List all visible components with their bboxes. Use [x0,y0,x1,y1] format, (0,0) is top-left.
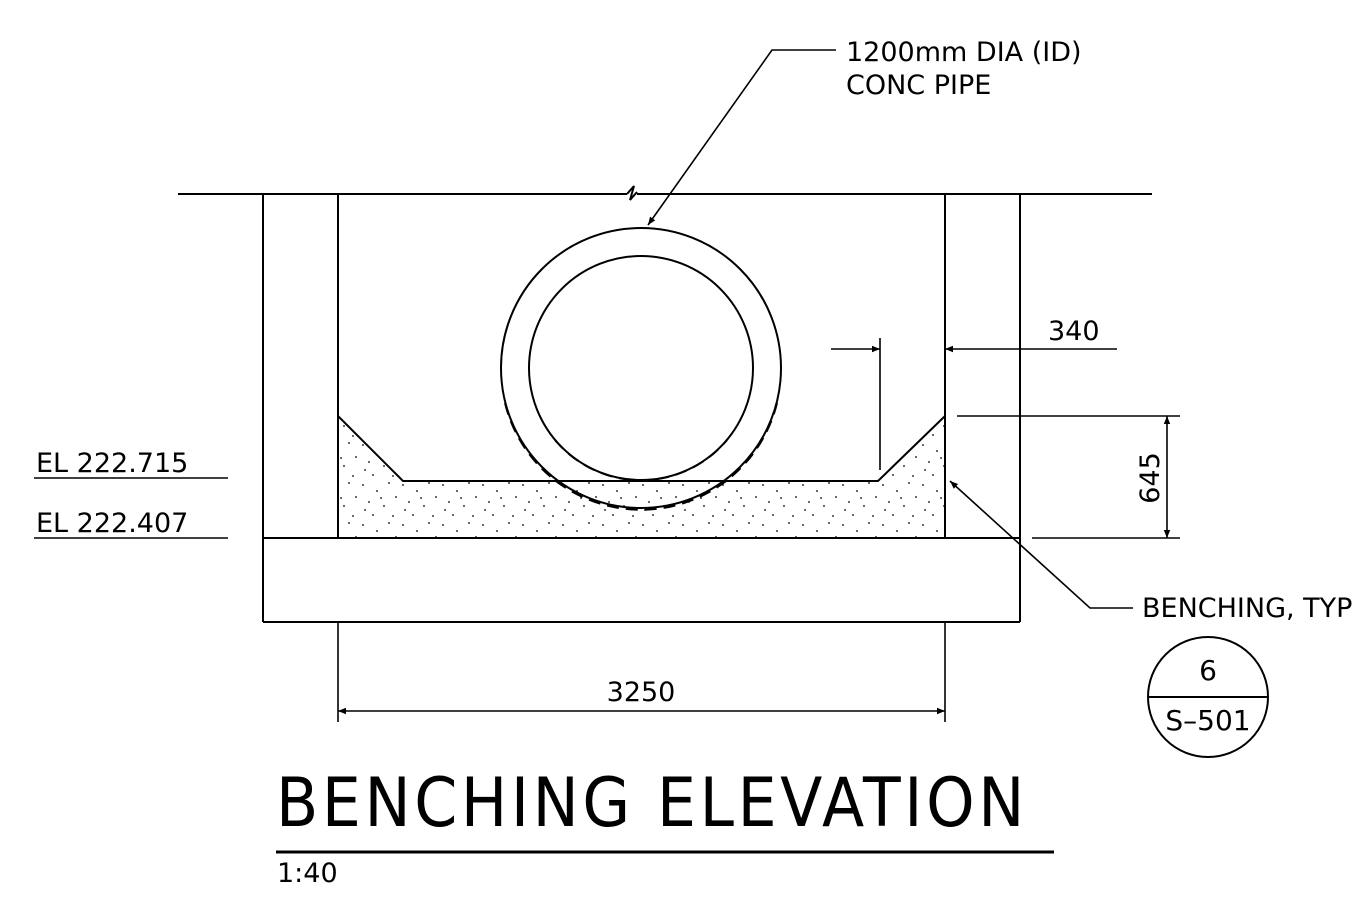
dimension-340: 340 [831,316,1117,470]
drawing-scale: 1:40 [277,858,338,889]
base-slab [263,537,1020,623]
top-reference-line [178,185,1152,201]
elevation-upper-label: EL 222.715 [36,448,188,479]
elevation-lower-label: EL 222.407 [36,508,188,539]
left-wall [262,194,339,622]
pipe-leader [647,49,836,226]
dimension-3250: 3250 [337,622,946,722]
dimension-3250-label: 3250 [607,677,676,708]
drawing-title: BENCHING ELEVATION [276,764,1028,843]
elevation-lower: EL 222.407 [34,508,228,539]
section-detail-number: 6 [1199,654,1217,687]
section-sheet-number: S–501 [1165,704,1250,737]
benching-leader [949,480,1133,609]
pipe-label-line2: CONC PIPE [846,70,991,101]
dimension-645: 645 [957,415,1180,539]
benching-fill [337,413,946,539]
dimension-340-label: 340 [1048,316,1100,347]
concrete-pipe [500,227,782,511]
dimension-645-label: 645 [1135,452,1166,504]
section-reference-bubble: 6 S–501 [1147,636,1269,758]
right-wall [944,194,1021,622]
pipe-label-line1: 1200mm DIA (ID) [846,37,1082,68]
elevation-upper: EL 222.715 [34,448,228,479]
benching-note: BENCHING, TYP [1142,593,1352,624]
